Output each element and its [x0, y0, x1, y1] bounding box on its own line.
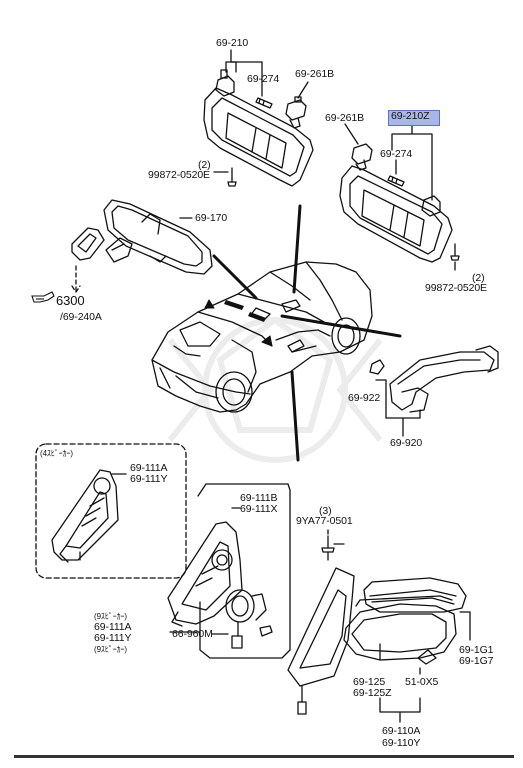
label-69-111x[interactable]: 69-111X — [240, 503, 278, 515]
label-69-111y-bottom[interactable]: 69-111Y — [94, 632, 132, 644]
label-69-111a-top[interactable]: 69-111A — [130, 462, 168, 474]
right-visor-holder — [351, 143, 373, 171]
small-screw-66 — [259, 625, 273, 637]
label-66-960m[interactable]: 66-960M — [172, 628, 213, 640]
label-69-1g7[interactable]: 69-1G7 — [459, 655, 494, 667]
label-69-111b[interactable]: 69-111B — [240, 492, 278, 504]
label-9-speaker-top: (9ｽﾋﾟｰｶｰ) — [94, 612, 127, 621]
right-visor-hinge — [421, 195, 441, 217]
label-69-110y[interactable]: 69-110Y — [382, 737, 421, 749]
left-visor-pin — [255, 97, 273, 109]
label-4-speaker: (4ｽﾋﾟｰｶｰ) — [40, 449, 73, 458]
label-51-0x5[interactable]: 51-0X5 — [405, 676, 439, 688]
label-69-125[interactable]: 69-125 — [353, 676, 386, 688]
label-69-274-right[interactable]: 69-274 — [380, 148, 413, 160]
label-69-920[interactable]: 69-920 — [390, 437, 423, 449]
mirror-sensor — [105, 237, 133, 263]
label-69-210z[interactable]: 69-210Z — [391, 110, 430, 122]
tweeter-9spk — [167, 521, 243, 627]
highlight-69-210z — [388, 110, 440, 126]
label-qty-2-right: (2) — [472, 272, 485, 284]
speaker-66-960m — [225, 589, 267, 649]
label-99872-0520e-left[interactable]: 99872-0520E — [148, 169, 210, 181]
label-69-922[interactable]: 69-922 — [348, 392, 381, 404]
right-visor-pin — [387, 175, 405, 187]
door-mirror — [287, 567, 467, 715]
label-ref-6300[interactable]: 6300 — [56, 293, 85, 308]
label-69-110a[interactable]: 69-110A — [382, 725, 421, 737]
label-69-125z[interactable]: 69-125Z — [353, 687, 392, 699]
label-69-170[interactable]: 69-170 — [195, 212, 228, 224]
grab-handle — [369, 345, 499, 413]
left-sun-visor — [203, 87, 314, 187]
label-69-261b-right[interactable]: 69-261B — [325, 112, 364, 124]
mirror-screw — [321, 535, 345, 561]
label-ref-69-240a[interactable]: /69-240A — [60, 311, 102, 323]
label-69-1g1[interactable]: 69-1G1 — [459, 644, 494, 656]
label-69-274-left[interactable]: 69-274 — [247, 73, 280, 85]
label-69-111a-bottom[interactable]: 69-111A — [94, 621, 132, 633]
mirror-cover — [71, 227, 105, 261]
left-visor-hinge — [215, 69, 235, 97]
bottom-rule — [14, 755, 514, 758]
watermark-emblem — [167, 316, 383, 463]
label-9ya77-0501[interactable]: 9YA77-0501 — [296, 515, 353, 527]
label-qty-3: (3) — [319, 505, 332, 517]
tweeter-4spk — [51, 469, 119, 563]
left-visor-screw — [227, 167, 237, 187]
label-69-111y-top[interactable]: 69-111Y — [130, 473, 168, 485]
pointing-hand-icon — [31, 291, 55, 303]
label-99872-0520e-right[interactable]: 99872-0520E — [425, 282, 487, 294]
four-speaker-box — [35, 443, 187, 579]
car-visor-marks — [224, 300, 266, 322]
left-visor-holder — [285, 96, 307, 129]
label-9-speaker-bottom: (9ｽﾋﾟｰｶｰ) — [94, 645, 127, 654]
pointer-lines — [204, 204, 402, 462]
right-sun-visor — [339, 165, 453, 263]
right-visor-screw — [450, 243, 460, 261]
rear-view-mirror — [103, 199, 213, 275]
label-69-210[interactable]: 69-210 — [216, 37, 249, 49]
label-qty-2-left: (2) — [198, 159, 211, 171]
label-69-261b-left[interactable]: 69-261B — [295, 68, 334, 80]
